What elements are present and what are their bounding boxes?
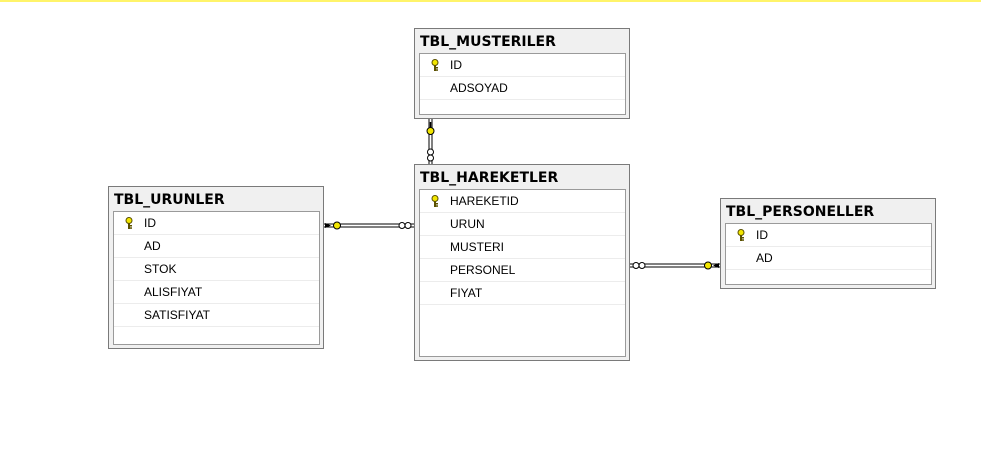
column-name: URUN [450,217,485,231]
relationship-musteriler-hareketler[interactable] [426,119,435,164]
column-list: ID ADSOYAD [419,53,626,115]
table-personeller[interactable]: TBL_PERSONELLER ID AD [720,198,936,289]
column-name: ADSOYAD [450,81,508,95]
infinity-end-icon [398,222,412,229]
column-name: FIYAT [450,286,483,300]
column-row[interactable]: MUSTERI [420,236,625,259]
table-title[interactable]: TBL_MUSTERILER [420,34,556,50]
column-row[interactable]: ALISFIYAT [114,281,319,304]
column-row[interactable]: STOK [114,258,319,281]
column-row[interactable]: AD [114,235,319,258]
column-name: AD [756,251,773,265]
column-row[interactable]: ID [420,54,625,77]
column-list: HAREKETID URUN MUSTERI PERSONEL FIYAT [419,189,626,357]
column-row[interactable]: FIYAT [420,282,625,305]
infinity-end-icon [427,148,434,162]
column-name: MUSTERI [450,240,504,254]
top-highlight-line [0,0,981,2]
primary-key-icon [125,217,133,229]
column-name: AD [144,239,161,253]
column-name: ID [450,58,462,72]
table-urunler[interactable]: TBL_URUNLER ID AD STOK ALISFIYAT SATISFI… [108,186,324,349]
column-row[interactable]: PERSONEL [420,259,625,282]
column-name: ID [144,216,156,230]
primary-key-icon [431,59,439,71]
table-title[interactable]: TBL_URUNLER [114,192,225,208]
table-title[interactable]: TBL_PERSONELLER [726,204,875,220]
table-title[interactable]: TBL_HAREKETLER [420,170,559,186]
infinity-end-icon [632,262,646,269]
column-row[interactable]: ID [114,212,319,235]
column-list: ID AD STOK ALISFIYAT SATISFIYAT [113,211,320,345]
column-row[interactable]: SATISFIYAT [114,304,319,327]
key-end-icon [325,221,341,230]
column-row[interactable]: ADSOYAD [420,77,625,100]
relationship-urunler-hareketler[interactable] [324,221,414,230]
column-row[interactable]: HAREKETID [420,190,625,213]
column-name: PERSONEL [450,263,516,277]
relationship-hareketler-personeller[interactable] [630,261,720,270]
column-row[interactable]: ID [726,224,931,247]
column-row[interactable]: AD [726,247,931,270]
column-row[interactable]: URUN [420,213,625,236]
table-musteriler[interactable]: TBL_MUSTERILER ID ADSOYAD [414,28,630,119]
column-name: SATISFIYAT [144,308,211,322]
column-name: ALISFIYAT [144,285,203,299]
table-hareketler[interactable]: TBL_HAREKETLER HAREKETID URUN MUSTERI PE… [414,164,630,361]
key-end-icon [704,261,719,270]
column-list: ID AD [725,223,932,285]
column-name: HAREKETID [450,194,519,208]
key-end-icon [426,122,435,135]
primary-key-icon [737,229,745,241]
column-name: STOK [144,262,177,276]
primary-key-icon [431,195,439,207]
column-name: ID [756,228,768,242]
